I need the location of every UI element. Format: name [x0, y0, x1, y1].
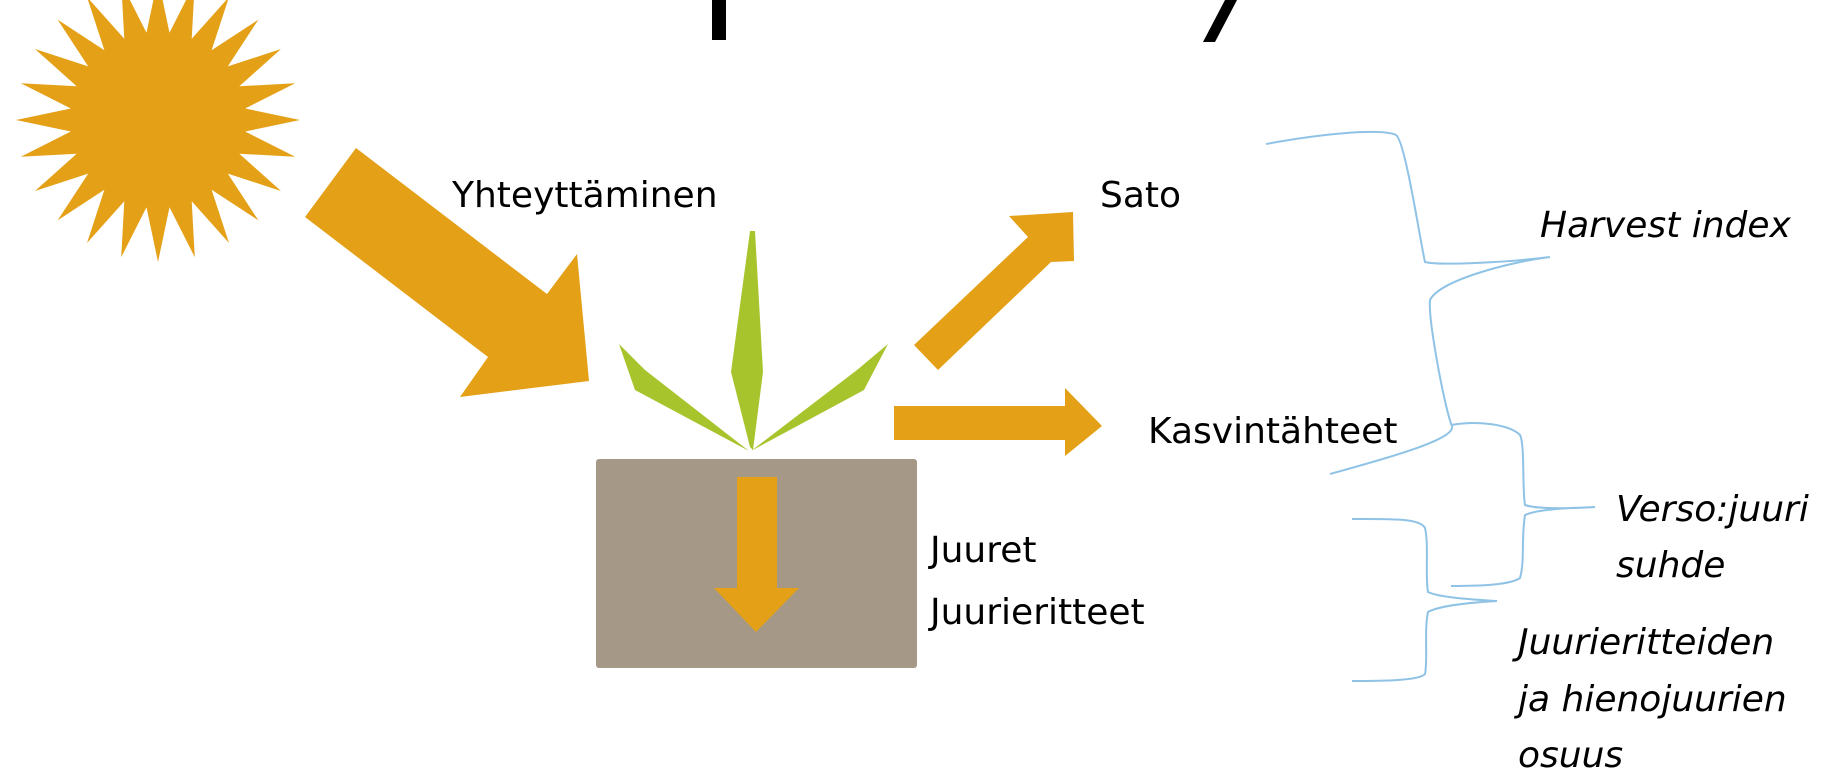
plant-icon: [619, 231, 888, 451]
root-exudates-label: Juurieritteet: [930, 592, 1145, 633]
exudate-share-line1: Juurieritteiden: [1518, 622, 1775, 663]
clipped-title-remnant: [712, 0, 1237, 42]
exudate-share-line3: osuus: [1518, 735, 1624, 776]
braces: [1265, 131, 1596, 682]
shoot-root-ratio-line1: Verso:juuri: [1616, 489, 1809, 530]
shoot-root-brace: [1450, 422, 1596, 587]
crop-residues-label: Kasvintähteet: [1148, 411, 1398, 452]
exudate-brace: [1351, 517, 1498, 682]
roots-label: Juuret: [930, 530, 1037, 571]
harvest-index-brace: [1265, 131, 1551, 475]
yield-arrow: [914, 212, 1074, 370]
yield-label: Sato: [1100, 175, 1182, 216]
photosynthesis-label: Yhteyttäminen: [452, 175, 718, 216]
root-allocation-arrow: [714, 477, 799, 632]
residue-arrow: [894, 388, 1102, 456]
harvest-index-label: Harvest index: [1540, 205, 1791, 246]
exudate-share-line2: ja hienojuurien: [1518, 679, 1787, 720]
shoot-root-ratio-line2: suhde: [1616, 545, 1726, 586]
sun-icon: [16, 0, 300, 262]
sunlight-arrow: [305, 148, 589, 397]
